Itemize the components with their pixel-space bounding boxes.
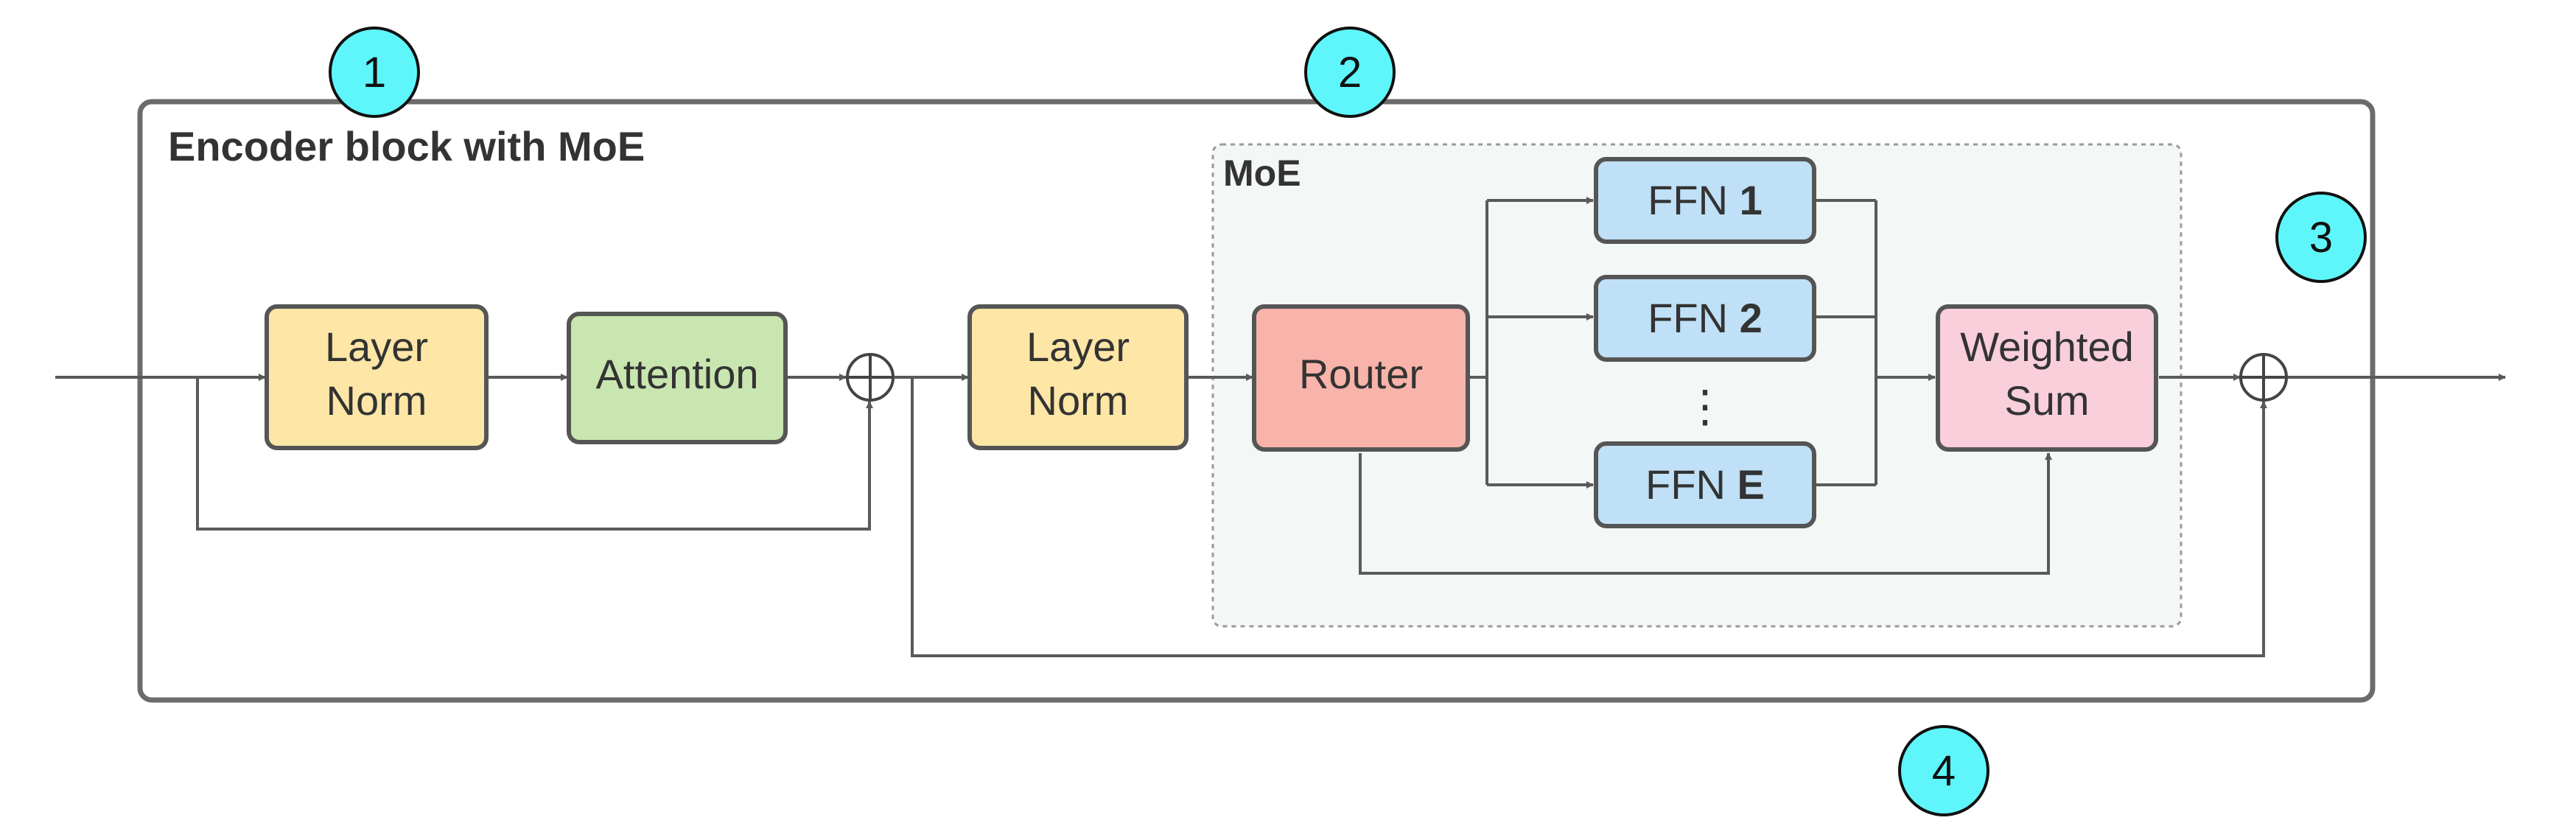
ffn-ellipsis: ⋮: [1683, 382, 1727, 431]
badge-4: 4: [1898, 725, 1989, 816]
ffn-2-prefix: FFN: [1648, 295, 1728, 341]
svg-text:FFN E: FFN E: [1645, 461, 1765, 508]
layer-norm-1-line2: Norm: [326, 377, 427, 424]
attention-block: Attention: [567, 312, 788, 444]
ffn-2-block: FFN 2: [1594, 275, 1816, 362]
moe-title: MoE: [1223, 153, 1301, 194]
router-block: Router: [1252, 304, 1470, 452]
layer-norm-2-line2: Norm: [1028, 377, 1129, 424]
attention-label: Attention: [595, 351, 758, 397]
badge-3-label: 3: [2309, 214, 2333, 262]
layer-norm-1-line1: Layer: [325, 323, 428, 370]
layer-norm-1-block: Layer Norm: [265, 304, 489, 450]
residual-1-connector: [196, 377, 873, 531]
router-label: Router: [1299, 351, 1423, 397]
residual-2-connector: [911, 377, 2267, 657]
badge-2: 2: [1304, 27, 1396, 118]
residual-sum-1: [846, 353, 895, 402]
weighted-sum-line2: Sum: [2004, 377, 2089, 424]
badge-3: 3: [2275, 192, 2367, 283]
ffn-1-prefix: FFN: [1648, 177, 1728, 223]
router-weights-connector: [1359, 452, 2052, 575]
residual-sum-2: [2239, 353, 2288, 402]
badge-2-label: 2: [1338, 49, 1362, 97]
ffn-e-block: FFN E: [1594, 441, 1816, 528]
badge-1-label: 1: [363, 49, 386, 97]
svg-text:FFN 1: FFN 1: [1648, 177, 1763, 223]
ffn-1-block: FFN 1: [1594, 157, 1816, 244]
encoder-block-title: Encoder block with MoE: [168, 123, 645, 169]
ffn-e-prefix: FFN: [1645, 461, 1726, 508]
weighted-sum-block: Weighted Sum: [1936, 304, 2158, 452]
layer-norm-2-line1: Layer: [1026, 323, 1130, 370]
weighted-sum-line1: Weighted: [1960, 323, 2134, 370]
ffn-1-suffix: 1: [1740, 177, 1763, 223]
ffn-e-suffix: E: [1737, 461, 1765, 508]
layer-norm-2-block: Layer Norm: [967, 304, 1189, 450]
ffn-2-suffix: 2: [1740, 295, 1763, 341]
badge-1: 1: [329, 27, 420, 118]
moe-panel: [1211, 143, 2183, 628]
badge-4-label: 4: [1932, 747, 1956, 795]
svg-text:FFN 2: FFN 2: [1648, 295, 1763, 341]
